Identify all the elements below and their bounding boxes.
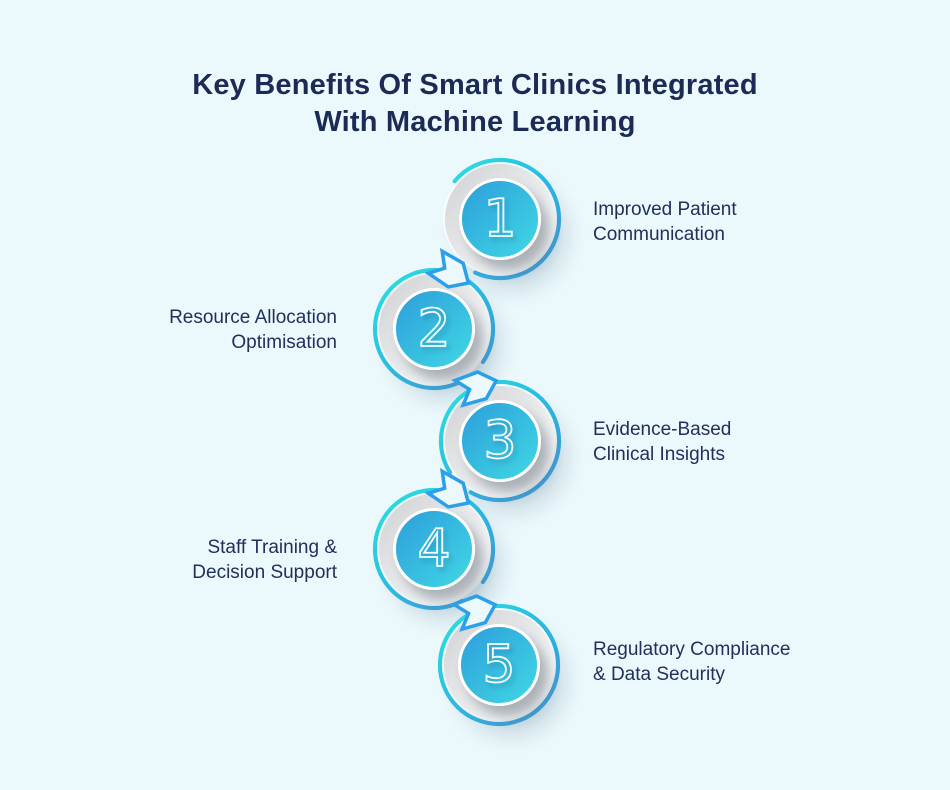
step-node-5: 5 bbox=[419, 585, 579, 745]
step-circle-1: 1 bbox=[459, 178, 541, 260]
step-number-4: 4 bbox=[417, 519, 452, 579]
step-circle-3: 3 bbox=[459, 400, 541, 482]
step-circle-4: 4 bbox=[393, 508, 475, 590]
page-title: Key Benefits Of Smart Clinics Integrated… bbox=[0, 67, 950, 141]
flow-arrow-icon bbox=[450, 594, 498, 632]
benefit-label-5-line2: & Data Security bbox=[593, 664, 725, 685]
flow-arrow-icon bbox=[424, 248, 471, 289]
benefit-label-1: Improved Patient Communication bbox=[593, 197, 737, 247]
step-node-4: 4 bbox=[354, 468, 514, 629]
step-number-2: 2 bbox=[417, 299, 452, 359]
step-node-2: 2 bbox=[354, 248, 514, 409]
benefit-label-2-line1: Resource Allocation bbox=[169, 307, 337, 328]
flow-arrow-icon bbox=[451, 370, 499, 408]
benefit-label-3-line1: Evidence-Based bbox=[593, 419, 732, 440]
benefit-label-3: Evidence-Based Clinical Insights bbox=[593, 417, 731, 467]
benefit-label-1-line1: Improved Patient bbox=[593, 199, 737, 220]
cycle-arc-3 bbox=[438, 379, 562, 503]
cycle-arc-5 bbox=[437, 603, 561, 727]
benefit-label-5: Regulatory Compliance & Data Security bbox=[593, 637, 791, 687]
page-title-line2: With Machine Learning bbox=[314, 106, 636, 139]
benefit-label-4-line1: Staff Training & bbox=[207, 537, 337, 558]
benefit-label-2: Resource Allocation Optimisation bbox=[87, 305, 337, 355]
benefit-label-1-line2: Communication bbox=[593, 224, 725, 245]
benefit-label-3-line2: Clinical Insights bbox=[593, 444, 725, 465]
benefit-label-4-line2: Decision Support bbox=[192, 562, 337, 583]
page-title-line1: Key Benefits Of Smart Clinics Integrated bbox=[192, 69, 758, 102]
benefit-label-4: Staff Training & Decision Support bbox=[87, 535, 337, 585]
step-number-3: 3 bbox=[483, 411, 518, 471]
step-circle-5: 5 bbox=[458, 624, 540, 706]
step-node-3: 3 bbox=[420, 361, 580, 521]
benefit-label-2-line2: Optimisation bbox=[231, 332, 337, 353]
step-circle-2: 2 bbox=[393, 288, 475, 370]
step-number-5: 5 bbox=[482, 635, 517, 695]
step-number-1: 1 bbox=[483, 189, 518, 249]
flow-arrow-icon bbox=[424, 468, 471, 509]
cycle-arc-1 bbox=[438, 157, 562, 281]
benefit-label-5-line1: Regulatory Compliance bbox=[593, 639, 791, 660]
step-node-1: 1 bbox=[420, 139, 580, 299]
